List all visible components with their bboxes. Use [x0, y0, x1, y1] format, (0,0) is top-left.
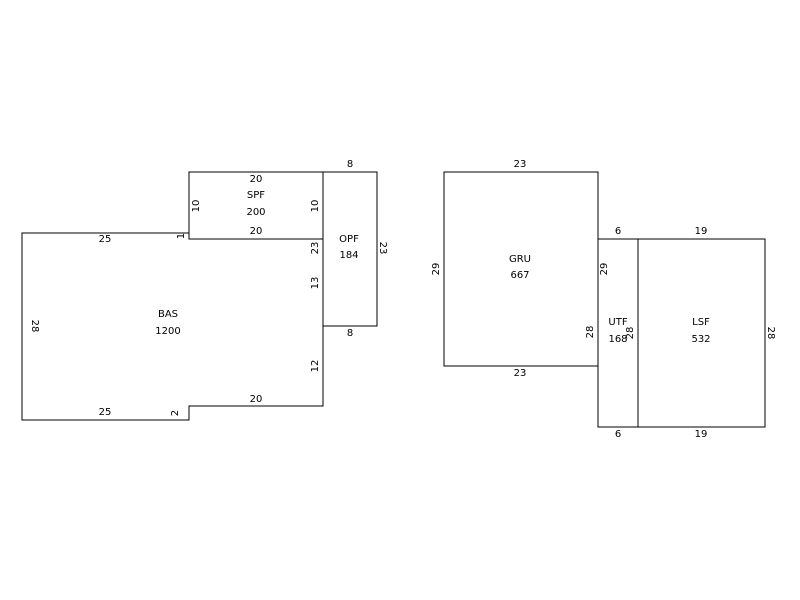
- dim-bas-top: 25: [99, 234, 112, 245]
- spf-code-label: SPF: [247, 190, 265, 201]
- dim-bas-step: 2: [170, 410, 181, 416]
- dim-spf-right: 10: [310, 200, 321, 213]
- lsf-code-label: LSF: [692, 317, 710, 328]
- opf-code-label: OPF: [339, 234, 359, 245]
- dim-spf-top: 20: [250, 174, 263, 185]
- utf-sqft-label: 168: [608, 334, 627, 345]
- lsf-outline: [637, 238, 766, 428]
- dim-spf-left: 10: [191, 200, 202, 213]
- dim-bas-bottom: 25: [99, 407, 112, 418]
- dim-bas-right-lower: 12: [310, 360, 321, 373]
- dim-utf-left: 29: [599, 263, 610, 276]
- dim-lsf-top: 19: [695, 226, 708, 237]
- dim-gru-top: 23: [514, 159, 527, 170]
- spf-sqft-label: 200: [246, 207, 265, 218]
- bas-sqft-label: 1200: [155, 326, 180, 337]
- dim-gru-right: 28: [585, 326, 596, 339]
- dim-utf-right: 28: [625, 327, 636, 340]
- opf-sqft-label: 184: [339, 250, 358, 261]
- dim-opf-bottom: 8: [347, 328, 353, 339]
- dim-utf-bottom: 6: [615, 429, 621, 440]
- lsf-sqft-label: 532: [691, 334, 710, 345]
- dim-opf-top: 8: [347, 159, 353, 170]
- dim-bas-left: 28: [29, 320, 40, 333]
- dim-bas-bottom-right: 20: [250, 394, 263, 405]
- dim-opf-right: 23: [377, 242, 388, 255]
- dim-opf-left: 23: [310, 242, 321, 255]
- opf-outline: [322, 171, 378, 327]
- dim-bas-notch: 1: [176, 233, 187, 239]
- bas-code-label: BAS: [158, 309, 178, 320]
- dim-bas-right-upper: 13: [310, 277, 321, 290]
- dim-lsf-right: 28: [765, 327, 776, 340]
- dim-utf-top: 6: [615, 226, 621, 237]
- dim-gru-bottom: 23: [514, 368, 527, 379]
- dim-lsf-bottom: 19: [695, 429, 708, 440]
- gru-outline: [443, 171, 599, 367]
- gru-code-label: GRU: [509, 254, 531, 265]
- dim-gru-left: 29: [431, 263, 442, 276]
- gru-sqft-label: 667: [510, 270, 529, 281]
- utf-code-label: UTF: [608, 317, 627, 328]
- dim-spf-bottom: 20: [250, 226, 263, 237]
